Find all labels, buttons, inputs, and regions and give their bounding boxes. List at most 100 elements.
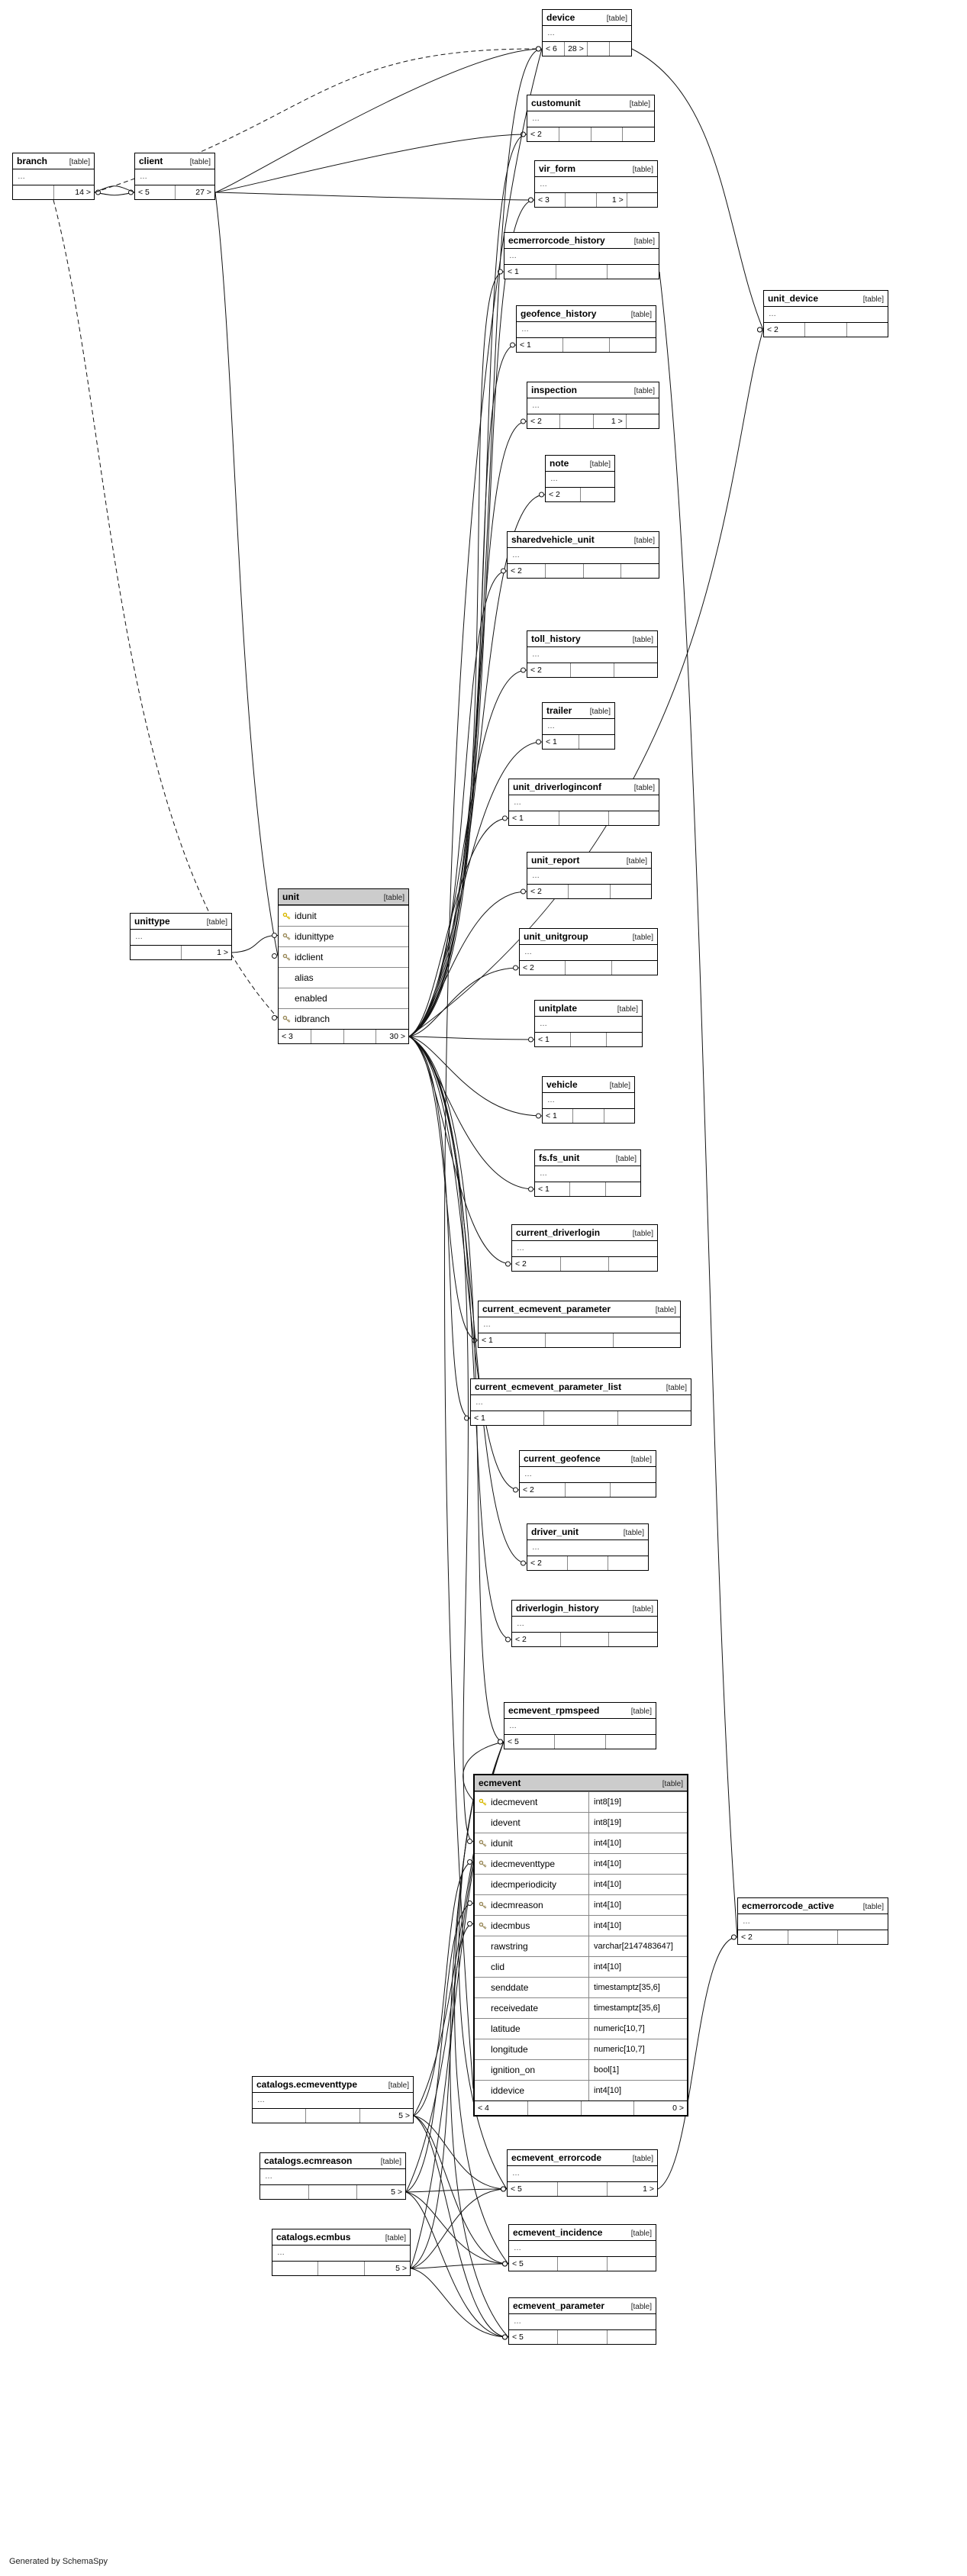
edge-unit-vehicle — [408, 1036, 543, 1117]
hidden-columns-ellipsis: … — [483, 1320, 491, 1329]
table-header: ecmerrorcode_active[table] — [738, 1898, 888, 1914]
table-tag: [table] — [630, 1707, 652, 1716]
table-tag: [table] — [632, 636, 653, 644]
edge-unit-trailer — [408, 741, 543, 1037]
degree-row: < 2 — [546, 487, 614, 501]
edge-device-unit_device — [631, 48, 764, 330]
table-header: unittype[table] — [131, 914, 231, 930]
table-fs_fs_unit[interactable]: fs.fs_unit[table]…< 1 — [534, 1149, 641, 1197]
degree-cell — [559, 414, 592, 428]
table-ecmevent_incidence[interactable]: ecmevent_incidence[table]…< 5 — [508, 2224, 656, 2271]
table-customunit[interactable]: customunit[table]…< 2 — [527, 95, 655, 142]
column-name: idunit — [491, 1838, 513, 1849]
column-name: longitude — [491, 2044, 528, 2055]
table-note[interactable]: note[table]…< 2 — [545, 455, 615, 502]
table-current_ecmevent_parameter_list[interactable]: current_ecmevent_parameter_list[table]…<… — [470, 1378, 691, 1426]
hidden-columns-ellipsis: … — [532, 872, 540, 880]
table-tag: [table] — [632, 166, 653, 174]
table-geofence_history[interactable]: geofence_history[table]…< 1 — [516, 305, 656, 353]
table-ecmerrorcode_active[interactable]: ecmerrorcode_active[table]…< 2 — [737, 1897, 888, 1945]
degree-cell — [578, 735, 615, 749]
degree-cell: < 2 — [523, 963, 534, 972]
column-name: idecmevent — [491, 1797, 538, 1807]
table-toll_history[interactable]: toll_history[table]…< 2 — [527, 630, 658, 678]
degree-cell: 5 > — [363, 2262, 410, 2275]
table-unittype[interactable]: unittype[table]…1 > — [130, 913, 232, 960]
table-unit_device[interactable]: unit_device[table]…< 2 — [763, 290, 888, 337]
edge-connector-dot — [95, 189, 101, 195]
table-name: vir_form — [539, 163, 576, 174]
table-catalogs_ecmbus[interactable]: catalogs.ecmbus[table]…5 > — [272, 2229, 411, 2276]
table-tag: [table] — [862, 1903, 884, 1911]
hidden-columns-ellipsis: … — [540, 180, 547, 189]
table-unit_driverloginconf[interactable]: unit_driverloginconf[table]…< 1 — [508, 779, 659, 826]
edge-ecmevent-ecmevent_rpmspeed — [463, 1741, 504, 1801]
column-name: enabled — [295, 993, 327, 1004]
degree-row: 14 > — [13, 185, 94, 199]
table-ecmerrorcode_history[interactable]: ecmerrorcode_history[table]…< 1 — [504, 232, 659, 279]
degree-row: < 2 — [527, 1556, 648, 1570]
column-name: senddate — [491, 1982, 529, 1993]
column-type: numeric[10,7] — [588, 2019, 687, 2039]
column-row: idunittype — [279, 926, 408, 946]
table-current_ecmevent_parameter[interactable]: current_ecmevent_parameter[table]…< 1 — [478, 1301, 681, 1348]
column-type: timestamptz[35,6] — [588, 1978, 687, 1997]
table-sharedvehicle_unit[interactable]: sharedvehicle_unit[table]…< 2 — [507, 531, 659, 579]
table-ecmevent_rpmspeed[interactable]: ecmevent_rpmspeed[table]…< 5 — [504, 1702, 656, 1749]
foreign-key-icon — [479, 1860, 488, 1868]
degree-row: < 2 — [520, 1482, 656, 1497]
table-vehicle[interactable]: vehicle[table]…< 1 — [542, 1076, 635, 1124]
table-current_driverlogin[interactable]: current_driverlogin[table]…< 2 — [511, 1224, 658, 1272]
table-tag: [table] — [630, 311, 652, 319]
table-ecmevent_parameter[interactable]: ecmevent_parameter[table]…< 5 — [508, 2297, 656, 2345]
degree-row: < 1 — [535, 1182, 640, 1196]
edge-connector-dot — [521, 418, 526, 424]
degree-row: < 1 — [504, 264, 659, 279]
degree-row: < 5 — [509, 2256, 656, 2271]
degree-cell — [622, 127, 654, 141]
table-name: device — [546, 12, 575, 23]
edge-connector-dot — [521, 1560, 526, 1566]
table-tag: [table] — [623, 1529, 644, 1537]
table-header: driverlogin_history[table] — [512, 1601, 657, 1617]
edge-connector-dot — [528, 197, 533, 203]
table-name: ecmevent — [479, 1778, 521, 1788]
column-name: latitude — [491, 2023, 521, 2034]
primary-key-icon — [282, 912, 292, 920]
table-driverlogin_history[interactable]: driverlogin_history[table]…< 2 — [511, 1600, 658, 1647]
table-unit_unitgroup[interactable]: unit_unitgroup[table]…< 2 — [519, 928, 658, 975]
hidden-columns-ellipsis: … — [532, 650, 540, 659]
hidden-columns-ellipsis: … — [540, 1020, 547, 1028]
degree-cell — [608, 1257, 657, 1271]
table-branch[interactable]: branch[table]…14 > — [12, 153, 95, 200]
degree-cell: 5 > — [356, 2185, 405, 2199]
table-catalogs_ecmreason[interactable]: catalogs.ecmreason[table]…5 > — [259, 2152, 406, 2200]
edge-connector-dot — [536, 739, 541, 745]
table-header: customunit[table] — [527, 95, 654, 111]
degree-cell — [564, 1483, 611, 1497]
table-catalogs_ecmeventtype[interactable]: catalogs.ecmeventtype[table]…5 > — [252, 2076, 414, 2123]
table-driver_unit[interactable]: driver_unit[table]…< 2 — [527, 1523, 649, 1571]
hidden-columns-ellipsis: … — [547, 29, 555, 37]
table-trailer[interactable]: trailer[table]…< 1 — [542, 702, 615, 750]
table-unit_report[interactable]: unit_report[table]…< 2 — [527, 852, 652, 899]
table-tag: [table] — [630, 1456, 652, 1464]
table-name: ecmevent_errorcode — [511, 2152, 602, 2163]
table-unitplate[interactable]: unitplate[table]…< 1 — [534, 1000, 643, 1047]
degree-row: < 5 — [504, 1734, 656, 1749]
degree-cell: < 1 — [508, 267, 519, 276]
table-current_geofence[interactable]: current_geofence[table]…< 2 — [519, 1450, 656, 1498]
edge-connector-dot — [536, 1113, 541, 1119]
degree-row: < 1 — [509, 811, 659, 825]
column-row: alias — [279, 967, 408, 988]
column-name: idclient — [295, 952, 324, 962]
